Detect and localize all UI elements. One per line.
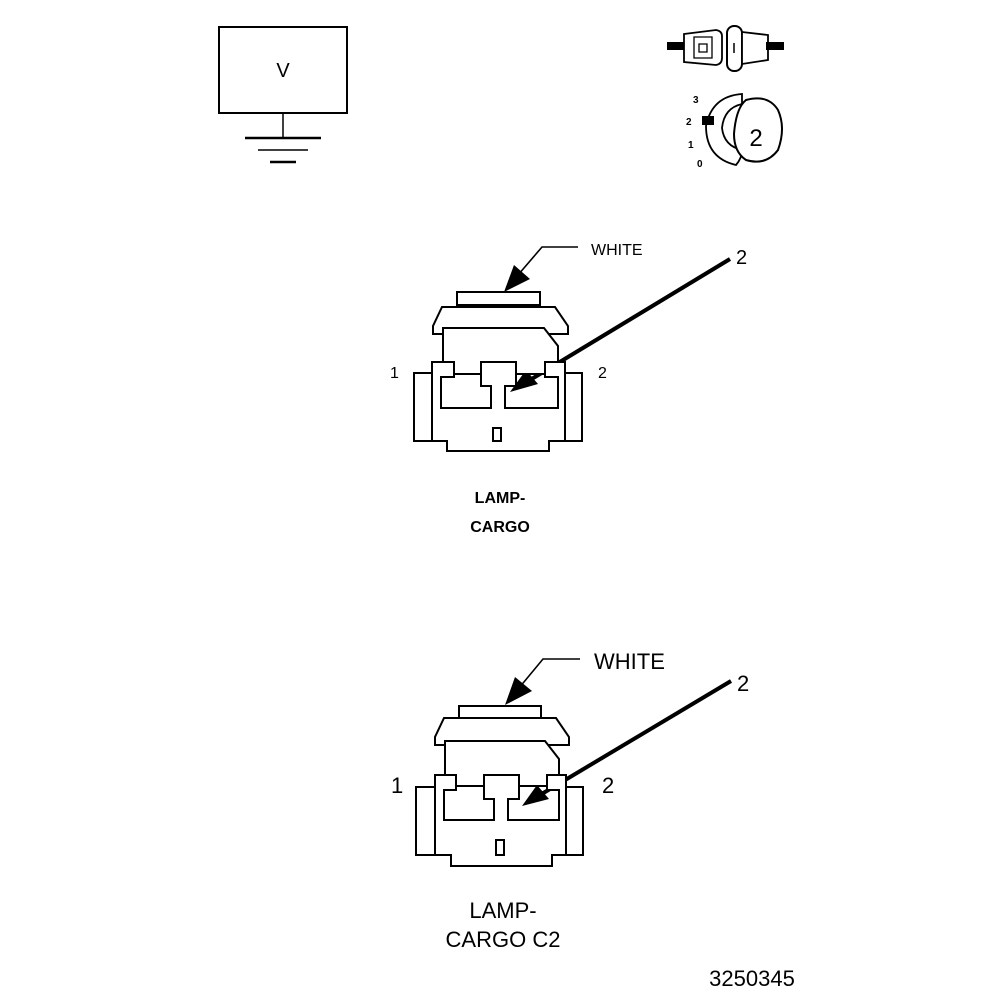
dial-position-0: 0: [697, 159, 703, 170]
color-callout-arrow-icon: [505, 677, 532, 705]
rotary-dial-icon: [702, 93, 783, 167]
color-callout-arrow-icon: [504, 265, 530, 292]
dial-position-1: 1: [688, 140, 694, 151]
voltmeter-label: V: [276, 60, 290, 82]
connector-lamp-cargo: WHITE 2 1 2 LAMP- CARGO: [390, 242, 747, 536]
pin-label-2: 2: [598, 365, 607, 382]
terminal-probe-icon: [667, 25, 784, 72]
connector-color-label: WHITE: [591, 242, 643, 259]
connector-name-line2: CARGO: [470, 519, 530, 536]
pin-label-1: 1: [391, 773, 403, 798]
voltmeter-box: [218, 26, 348, 114]
figure-id: 3250345: [709, 966, 795, 991]
connector-face-icon: [413, 291, 583, 452]
dial-selected-value: 2: [749, 125, 762, 152]
dial-position-3: 3: [693, 95, 699, 106]
connector-lamp-cargo-c2: WHITE 2 1 2 LAMP- CARGO C2: [391, 649, 749, 952]
probe-dial: 3 2 1 0 2: [686, 93, 783, 170]
connector-name-line1: LAMP-: [475, 490, 526, 507]
terminal-callout-number: 2: [737, 671, 749, 696]
pin-label-1: 1: [390, 365, 399, 382]
connector-name-line1: LAMP-: [469, 898, 536, 923]
voltmeter-symbol: V: [218, 26, 348, 164]
terminal-callout-number: 2: [736, 247, 747, 269]
connector-name-line2: CARGO C2: [446, 927, 561, 952]
connector-face-icon: [415, 705, 584, 867]
connector-color-label: WHITE: [594, 649, 665, 674]
dial-position-2: 2: [686, 117, 692, 128]
terminal-callout-arrow-icon: [522, 785, 549, 806]
pin-label-2: 2: [602, 773, 614, 798]
ground-symbol-icon: [245, 113, 321, 164]
